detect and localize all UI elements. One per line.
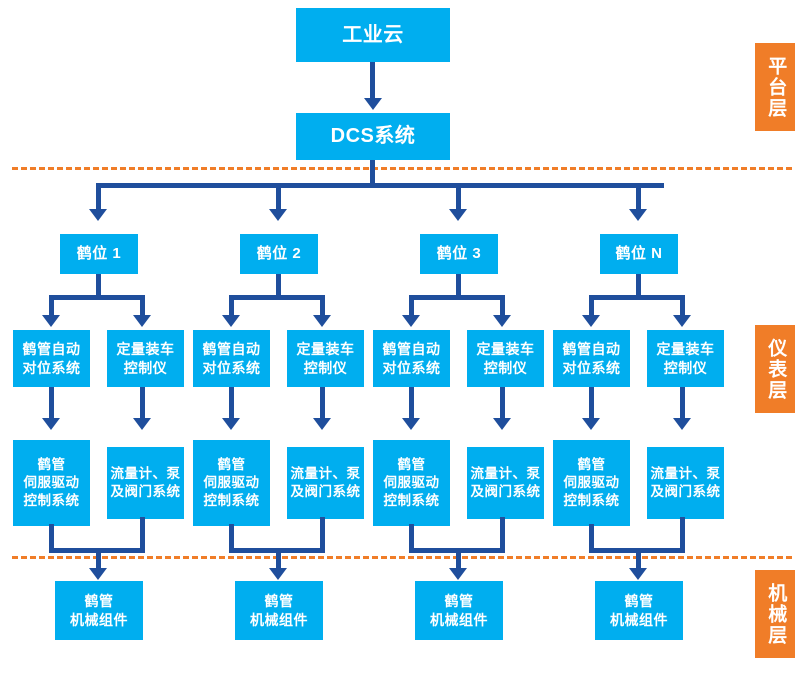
node-bay-4[interactable]: 鹤位 N: [600, 234, 678, 274]
connector-merge-2-down: [276, 548, 281, 571]
connector-bay-4-left: [589, 295, 594, 317]
connector-bay-1-right: [140, 295, 145, 317]
node-drive-right-2[interactable]: 流量计、泵 及阀门系统: [287, 447, 364, 519]
arrowhead-bus-to-bay-1: [89, 209, 107, 221]
connector-inst-left-4-down: [589, 387, 594, 420]
arrowhead-bay-2-left: [222, 315, 240, 327]
connector-bay-3-left: [409, 295, 414, 317]
node-instrument-left-2[interactable]: 鹤管自动 对位系统: [193, 330, 270, 387]
node-instrument-left-3[interactable]: 鹤管自动 对位系统: [373, 330, 450, 387]
arrowhead-merge-1: [89, 568, 107, 580]
arrowhead-merge-2: [269, 568, 287, 580]
node-mechanical-1[interactable]: 鹤管 机械组件: [55, 581, 143, 640]
node-mechanical-4[interactable]: 鹤管 机械组件: [595, 581, 683, 640]
node-mechanical-2[interactable]: 鹤管 机械组件: [235, 581, 323, 640]
connector-bus-to-bay-4: [636, 183, 641, 211]
connector-bus-to-bay-1: [96, 183, 101, 211]
arrowhead-bay-4-left: [582, 315, 600, 327]
node-drive-left-2[interactable]: 鹤管 伺服驱动 控制系统: [193, 440, 270, 526]
connector-drive-right-1-down: [140, 517, 145, 551]
connector-inst-right-3-down: [500, 387, 505, 420]
arrowhead-bus-to-bay-2: [269, 209, 287, 221]
node-instrument-right-3[interactable]: 定量装车 控制仪: [467, 330, 544, 387]
arrowhead-bay-3-right: [493, 315, 511, 327]
connector-dcs-down: [370, 160, 375, 186]
divider-instrument-mechanical: [12, 556, 792, 559]
arrowhead-inst-right-3: [493, 418, 511, 430]
connector-drive-left-2-down: [229, 524, 234, 551]
connector-drive-left-1-down: [49, 524, 54, 551]
arrowhead-inst-left-1: [42, 418, 60, 430]
node-mechanical-3[interactable]: 鹤管 机械组件: [415, 581, 503, 640]
bus-bay-2: [229, 295, 325, 300]
node-instrument-left-4[interactable]: 鹤管自动 对位系统: [553, 330, 630, 387]
connector-inst-left-3-down: [409, 387, 414, 420]
layer-tag-mechanical: 机械层: [755, 570, 795, 658]
node-bay-3[interactable]: 鹤位 3: [420, 234, 498, 274]
node-drive-right-3[interactable]: 流量计、泵 及阀门系统: [467, 447, 544, 519]
connector-inst-right-4-down: [680, 387, 685, 420]
layer-tag-platform: 平台层: [755, 43, 795, 131]
layer-tag-instrument: 仪表层: [755, 325, 795, 413]
connector-bus-to-bay-3: [456, 183, 461, 211]
arrowhead-bay-3-left: [402, 315, 420, 327]
arrowhead-merge-3: [449, 568, 467, 580]
node-industrial-cloud[interactable]: 工业云: [296, 8, 450, 62]
bus-dcs-horizontal: [96, 183, 664, 188]
arrowhead-inst-right-1: [133, 418, 151, 430]
connector-merge-3-down: [456, 548, 461, 571]
connector-bay-2-left: [229, 295, 234, 317]
connector-merge-1-down: [96, 548, 101, 571]
arrowhead-inst-left-3: [402, 418, 420, 430]
arrowhead-bay-1-right: [133, 315, 151, 327]
node-instrument-left-1[interactable]: 鹤管自动 对位系统: [13, 330, 90, 387]
arrowhead-inst-left-4: [582, 418, 600, 430]
node-bay-1[interactable]: 鹤位 1: [60, 234, 138, 274]
connector-bay-3-right: [500, 295, 505, 317]
node-instrument-right-1[interactable]: 定量装车 控制仪: [107, 330, 184, 387]
connector-bay-3-down: [456, 274, 461, 298]
connector-bay-4-right: [680, 295, 685, 317]
arrowhead-bay-4-right: [673, 315, 691, 327]
connector-bay-2-right: [320, 295, 325, 317]
connector-cloud-to-dcs: [370, 62, 375, 100]
arrowhead-merge-4: [629, 568, 647, 580]
connector-bus-to-bay-2: [276, 183, 281, 211]
arrowhead-inst-right-2: [313, 418, 331, 430]
connector-drive-right-4-down: [680, 517, 685, 551]
node-drive-right-4[interactable]: 流量计、泵 及阀门系统: [647, 447, 724, 519]
connector-merge-4-down: [636, 548, 641, 571]
node-instrument-right-2[interactable]: 定量装车 控制仪: [287, 330, 364, 387]
connector-bay-1-left: [49, 295, 54, 317]
node-drive-right-1[interactable]: 流量计、泵 及阀门系统: [107, 447, 184, 519]
node-drive-left-3[interactable]: 鹤管 伺服驱动 控制系统: [373, 440, 450, 526]
connector-inst-left-2-down: [229, 387, 234, 420]
arrowhead-bay-2-right: [313, 315, 331, 327]
arrowhead-bus-to-bay-4: [629, 209, 647, 221]
connector-drive-left-4-down: [589, 524, 594, 551]
connector-bay-4-down: [636, 274, 641, 298]
divider-platform-instrument: [12, 167, 792, 170]
connector-inst-right-1-down: [140, 387, 145, 420]
connector-bay-1-down: [96, 274, 101, 298]
connector-drive-left-3-down: [409, 524, 414, 551]
bus-bay-3: [409, 295, 505, 300]
arrowhead-inst-right-4: [673, 418, 691, 430]
node-dcs-system[interactable]: DCS系统: [296, 113, 450, 160]
arrowhead-inst-left-2: [222, 418, 240, 430]
connector-inst-left-1-down: [49, 387, 54, 420]
connector-drive-right-3-down: [500, 517, 505, 551]
connector-drive-right-2-down: [320, 517, 325, 551]
node-instrument-right-4[interactable]: 定量装车 控制仪: [647, 330, 724, 387]
node-bay-2[interactable]: 鹤位 2: [240, 234, 318, 274]
node-drive-left-4[interactable]: 鹤管 伺服驱动 控制系统: [553, 440, 630, 526]
arrowhead-bus-to-bay-3: [449, 209, 467, 221]
bus-bay-1: [49, 295, 145, 300]
connector-bay-2-down: [276, 274, 281, 298]
bus-bay-4: [589, 295, 685, 300]
arrowhead-cloud-to-dcs: [364, 98, 382, 110]
connector-inst-right-2-down: [320, 387, 325, 420]
arrowhead-bay-1-left: [42, 315, 60, 327]
node-drive-left-1[interactable]: 鹤管 伺服驱动 控制系统: [13, 440, 90, 526]
